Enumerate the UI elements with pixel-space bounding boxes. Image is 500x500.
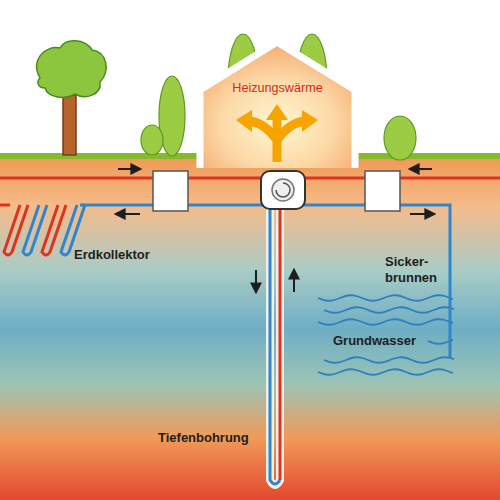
ground-collector-coils xyxy=(0,205,85,255)
exchanger-box xyxy=(153,171,188,211)
heat-pump-fan xyxy=(272,179,294,201)
soil xyxy=(0,158,500,500)
warm-pipe xyxy=(0,177,500,180)
exchanger-box xyxy=(365,171,400,211)
borehole-pipe-warm xyxy=(279,208,282,480)
bush xyxy=(384,116,416,160)
borehole-pipe-cold xyxy=(270,208,280,484)
bush xyxy=(141,125,163,155)
heat-label: Heizungswärme xyxy=(196,80,359,97)
house-interior xyxy=(200,42,355,168)
house-wall xyxy=(196,36,359,170)
heat-arrows xyxy=(250,118,304,162)
heat-arrowheads xyxy=(236,104,318,132)
collector-label: Erdkollektor xyxy=(74,247,174,263)
borehole-label: Tiefenbohrung xyxy=(158,430,262,446)
well-label: Sicker- brunnen xyxy=(385,254,443,286)
cold-pipe xyxy=(82,205,450,358)
house-wall xyxy=(200,42,355,168)
heat-pump-fan xyxy=(276,183,290,197)
tree-trunk xyxy=(63,95,76,155)
tree-crown xyxy=(37,41,106,98)
heat-pump xyxy=(261,171,305,209)
house-outline: Heizungswärme xyxy=(196,36,359,170)
borehole-casing xyxy=(270,208,280,485)
groundwater-waves xyxy=(318,295,454,375)
groundwater-label: Grundwasser xyxy=(333,333,425,349)
